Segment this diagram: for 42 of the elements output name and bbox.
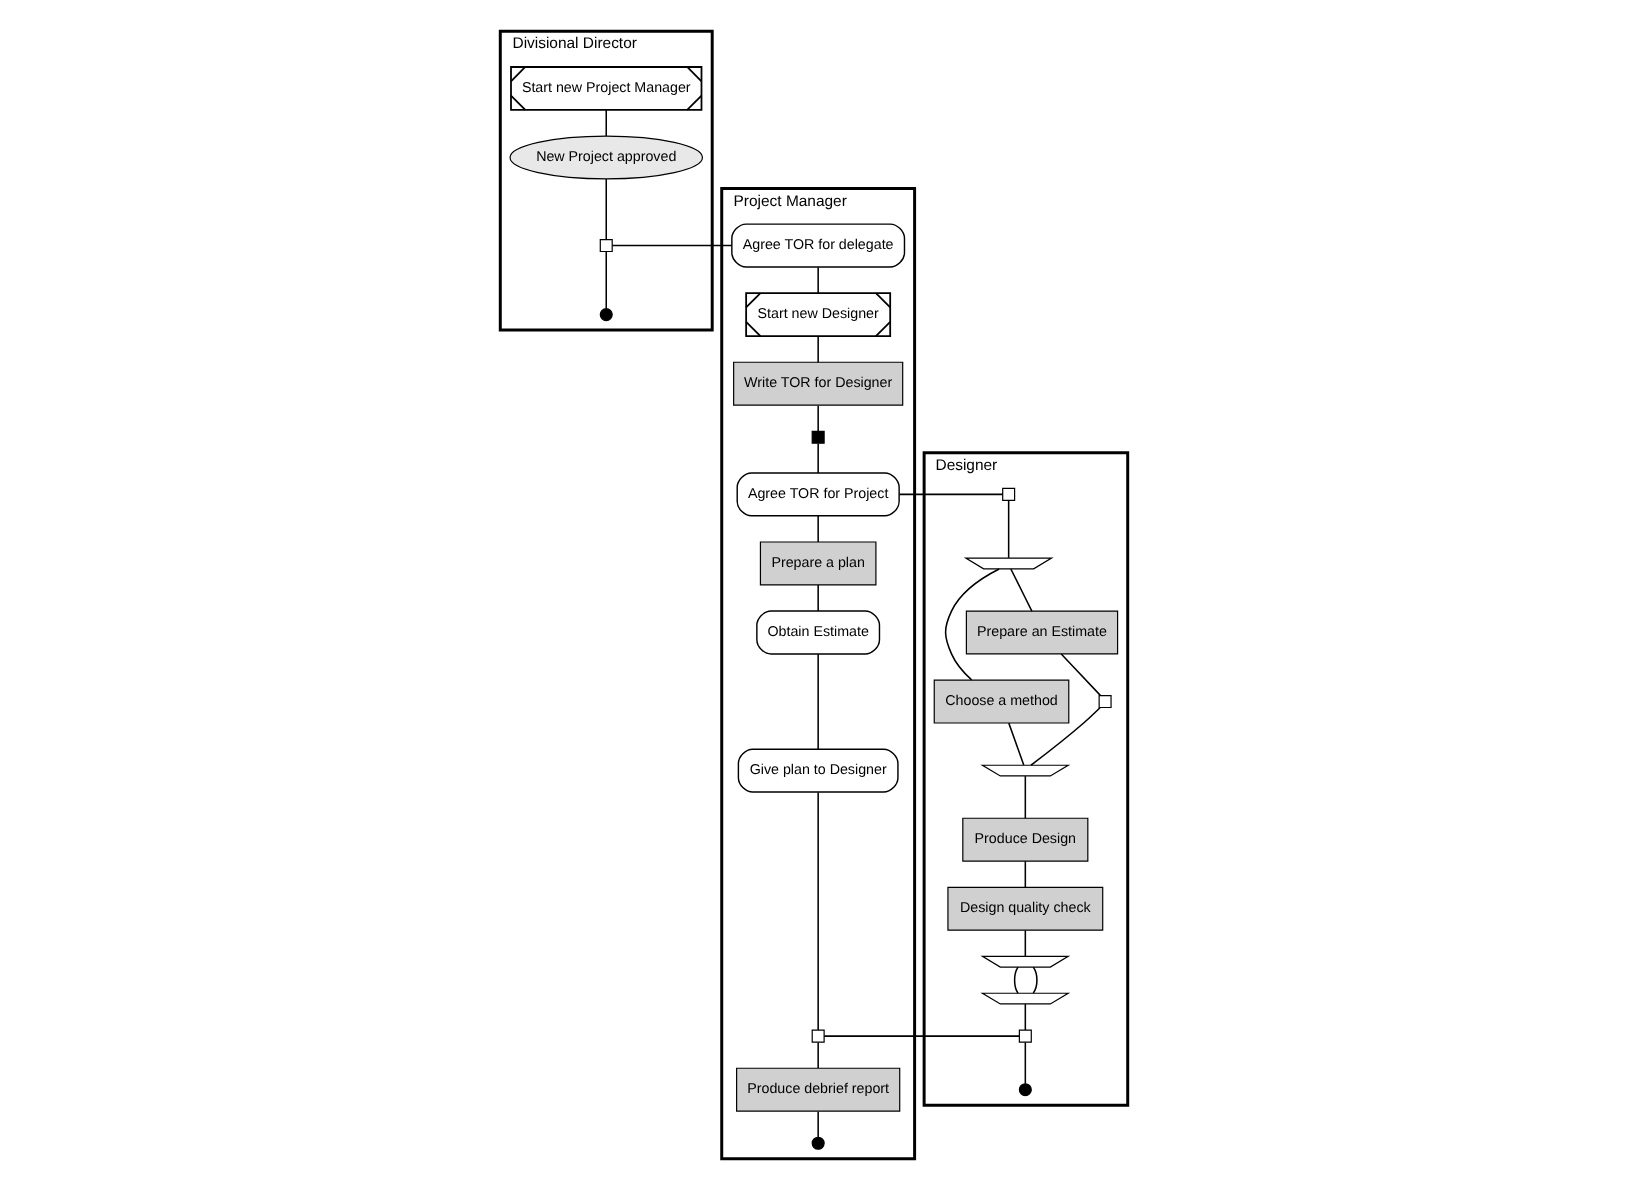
connector — [1010, 568, 1033, 612]
connector — [1024, 929, 1027, 957]
node-bar — [980, 992, 1071, 1005]
connector — [1007, 499, 1010, 559]
node-box — [1018, 1029, 1032, 1043]
connector — [817, 335, 819, 364]
connector — [1008, 722, 1025, 766]
connector — [817, 653, 819, 750]
connector — [1024, 1003, 1027, 1031]
connector — [817, 515, 819, 543]
connector — [1060, 653, 1102, 697]
connector — [611, 244, 733, 247]
node-circle — [811, 1136, 825, 1150]
node-box — [1098, 695, 1112, 709]
connector — [817, 584, 819, 612]
connector — [817, 1041, 819, 1069]
node-circle — [599, 308, 613, 322]
connector — [605, 250, 608, 310]
node-circle — [1018, 1083, 1032, 1097]
connector — [1024, 1041, 1027, 1085]
node-bar — [980, 955, 1071, 968]
connector — [1024, 775, 1027, 819]
node-bar — [980, 764, 1071, 777]
connector — [817, 791, 819, 1031]
connector — [817, 442, 819, 474]
connector — [817, 1110, 819, 1138]
connector — [605, 109, 608, 137]
node-box — [599, 239, 613, 253]
connector — [1024, 860, 1027, 889]
connector — [605, 178, 608, 241]
connector — [817, 404, 819, 432]
connector — [944, 568, 1000, 681]
connector — [817, 266, 819, 294]
node-box — [1002, 487, 1016, 501]
connector — [1013, 966, 1019, 994]
connector — [1030, 706, 1102, 766]
node-box — [811, 1029, 825, 1043]
connector — [823, 1035, 1020, 1037]
connector — [898, 493, 1004, 496]
node-bar — [963, 557, 1054, 570]
connector — [1032, 966, 1038, 994]
node-box — [811, 430, 825, 444]
